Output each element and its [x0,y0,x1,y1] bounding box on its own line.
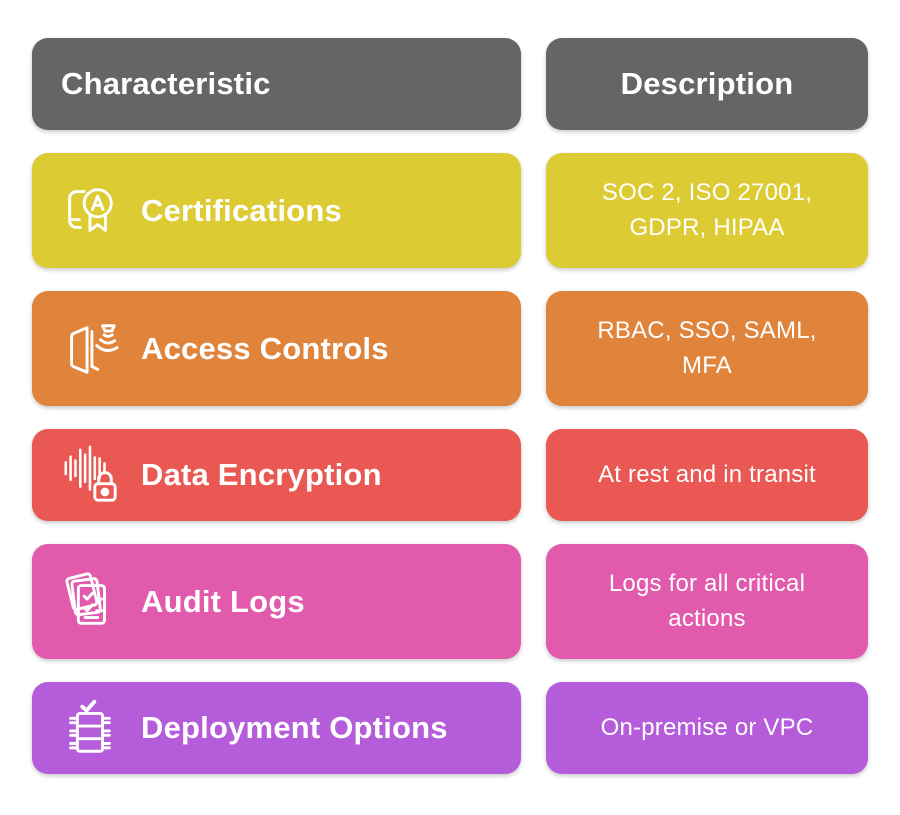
header-cell-description: Description [546,38,868,130]
row-audit-logs-label-cell: Audit Logs [32,544,521,659]
row-deployment-options-desc-cell: On-premise or VPC [546,682,868,774]
row-label: Data Encryption [141,457,382,492]
waveform-lock-icon [57,443,121,507]
row-description: RBAC, SSO, SAML, MFA [597,317,817,379]
row-audit-logs-desc-cell: Logs for all critical actions [546,544,868,659]
door-sensor-icon [57,317,121,381]
row-label: Certifications [141,192,342,228]
header-label-description: Description [620,66,794,101]
row-data-encryption-desc-cell: At rest and in transit [546,429,868,521]
row-description: At rest and in transit [598,460,816,488]
comparison-table: Characteristic Description Certification… [32,38,868,774]
row-access-controls-desc-cell: RBAC, SSO, SAML, MFA [546,291,868,406]
row-data-encryption-label-cell: Data Encryption [32,429,521,521]
row-access-controls-label-cell: Access Controls [32,291,521,406]
header-label-characteristic: Characteristic [61,66,271,101]
row-description: SOC 2, ISO 27001, GDPR, HIPAA [601,179,813,241]
row-label: Audit Logs [141,583,305,619]
row-description: Logs for all critical actions [608,570,806,632]
header-cell-characteristic: Characteristic [32,38,521,130]
row-deployment-options-label-cell: Deployment Options [32,682,521,774]
documents-checklist-icon [57,570,121,634]
server-check-icon [57,696,121,760]
row-certifications-label-cell: Certifications [32,153,521,268]
row-label: Access Controls [141,330,389,366]
row-certifications-desc-cell: SOC 2, ISO 27001, GDPR, HIPAA [546,153,868,268]
row-description: On-premise or VPC [600,713,814,741]
certificate-badge-icon [57,179,121,243]
row-label: Deployment Options [141,710,448,745]
